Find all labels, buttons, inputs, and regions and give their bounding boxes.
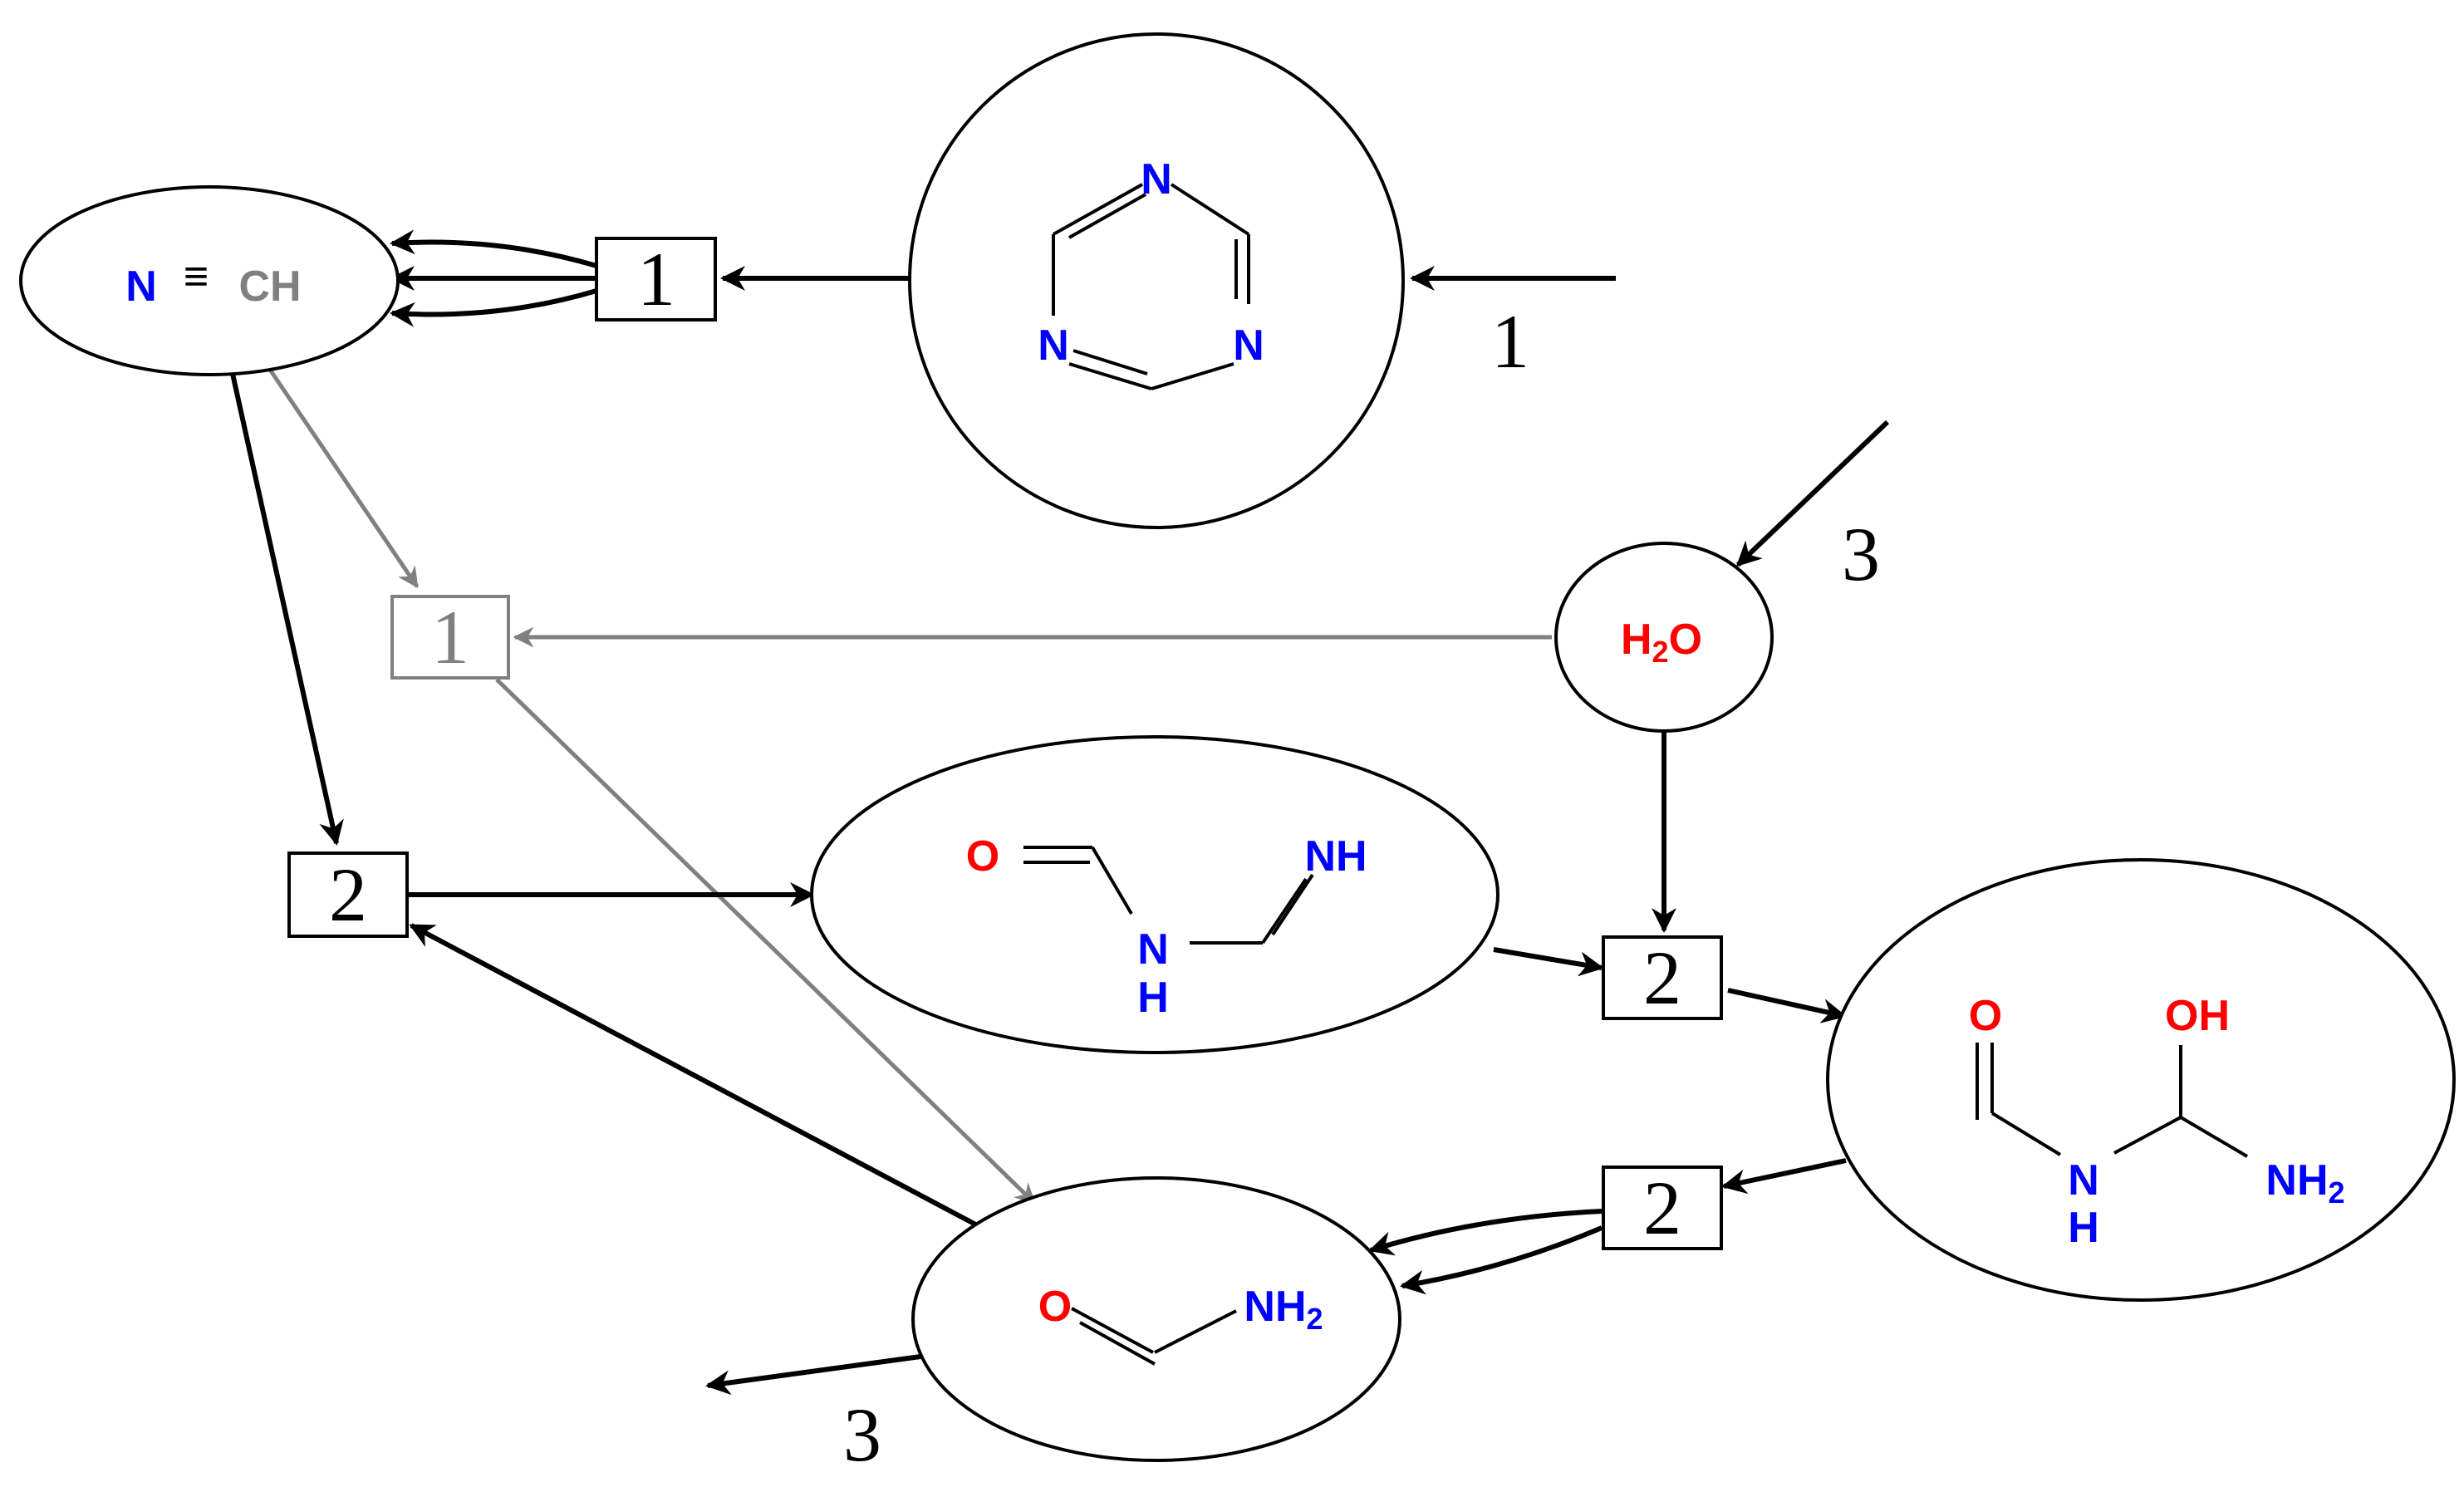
hydroxy-node-outline bbox=[1826, 858, 2456, 1302]
species-formamidine[interactable]: O NH N H bbox=[810, 735, 1500, 1054]
triazine-node-outline bbox=[908, 32, 1405, 529]
reaction-r1-inactive[interactable]: 1 bbox=[390, 595, 510, 680]
reaction-r2a-box bbox=[287, 851, 409, 938]
edge-r2c-to-formamide-2 bbox=[1400, 1225, 1603, 1295]
species-hcn[interactable]: N ≡ CH bbox=[19, 185, 400, 376]
triazine-n-left: N bbox=[1038, 321, 1069, 370]
formamidine-nh-top: NH bbox=[1304, 832, 1367, 881]
reaction-r2a-label: 2 bbox=[329, 852, 367, 937]
edge-hcn-to-r2a bbox=[230, 373, 344, 846]
hydroxy-n-atom: N bbox=[2068, 1156, 2099, 1205]
reaction-r1-inactive-label: 1 bbox=[431, 595, 469, 680]
formamidine-o-atom: O bbox=[966, 832, 999, 881]
formamide-node-outline bbox=[911, 1176, 1401, 1462]
hydroxy-h-atom: H bbox=[2068, 1204, 2099, 1252]
reaction-r2c[interactable]: 2 bbox=[1602, 1166, 1723, 1250]
reaction-r2b-box bbox=[1602, 935, 1723, 1020]
species-water[interactable]: H2O bbox=[1554, 542, 1774, 733]
reaction-r1-box bbox=[595, 237, 717, 321]
water-formula: H2O bbox=[1621, 616, 1702, 669]
species-triazine[interactable]: N N N bbox=[908, 32, 1405, 529]
hcn-node-outline bbox=[19, 185, 400, 376]
reaction-r2b-label: 2 bbox=[1643, 935, 1681, 1020]
triazine-ring-bonds bbox=[1052, 183, 1250, 390]
reaction-r2c-box bbox=[1602, 1166, 1723, 1250]
formamidine-h-atom: H bbox=[1137, 974, 1169, 1022]
hcn-triple-bond: ≡ bbox=[184, 253, 209, 301]
hydroxy-bonds bbox=[1976, 1043, 2249, 1158]
edge-formamidine-to-r2b bbox=[1493, 947, 1604, 977]
hydroxy-nh2-group: NH2 bbox=[2265, 1156, 2344, 1210]
edges bbox=[230, 229, 1890, 1396]
water-node-outline bbox=[1554, 542, 1774, 733]
reaction-r1[interactable]: 1 bbox=[595, 237, 717, 321]
reaction-r2c-label: 2 bbox=[1643, 1166, 1681, 1250]
formamide-o-atom: O bbox=[1038, 1283, 1072, 1331]
hydroxy-oh-group: OH bbox=[2165, 992, 2230, 1040]
species-hydroxy-intermediate[interactable]: O OH N H NH2 bbox=[1826, 858, 2456, 1302]
formamide-nh2-group: NH2 bbox=[1244, 1283, 1323, 1336]
edge-formamide-outflow bbox=[705, 1354, 921, 1396]
reaction-r2a[interactable]: 2 bbox=[287, 851, 409, 938]
edge-hcn-to-r1-inactive bbox=[268, 368, 420, 589]
reaction-r1-label: 1 bbox=[637, 237, 675, 321]
edge-inflow-water bbox=[1735, 420, 1890, 567]
edge-r1-inactive-to-formamide bbox=[495, 678, 1036, 1205]
formamide-bonds bbox=[1071, 1307, 1237, 1366]
hcn-ch-group: CH bbox=[238, 263, 301, 311]
edge-r2b-to-hydroxy bbox=[1727, 988, 1847, 1023]
edge-r1-to-hcn-1 bbox=[390, 229, 597, 268]
formamidine-bonds bbox=[1023, 846, 1314, 945]
edge-r1-to-hcn-3 bbox=[390, 288, 597, 327]
reaction-r1-inactive-box bbox=[390, 595, 510, 680]
triazine-n-top: N bbox=[1141, 155, 1172, 204]
hcn-n-atom: N bbox=[125, 263, 157, 311]
hydroxy-o-atom: O bbox=[1969, 992, 2002, 1040]
species-formamide[interactable]: O NH2 bbox=[911, 1176, 1401, 1462]
label-formamide-outflow: 3 bbox=[843, 1392, 881, 1477]
edge-hydroxy-to-r2c bbox=[1721, 1158, 1847, 1195]
formamidine-node-outline bbox=[810, 735, 1500, 1054]
reaction-r2b[interactable]: 2 bbox=[1602, 935, 1723, 1020]
formamidine-n-atom: N bbox=[1137, 925, 1169, 974]
edge-r2c-to-formamide-1 bbox=[1368, 1209, 1603, 1256]
label-water-inflow: 3 bbox=[1842, 512, 1880, 596]
triazine-n-right: N bbox=[1233, 321, 1264, 370]
edge-formamide-to-r2a bbox=[409, 923, 984, 1230]
label-triazine-inflow: 1 bbox=[1491, 299, 1529, 384]
